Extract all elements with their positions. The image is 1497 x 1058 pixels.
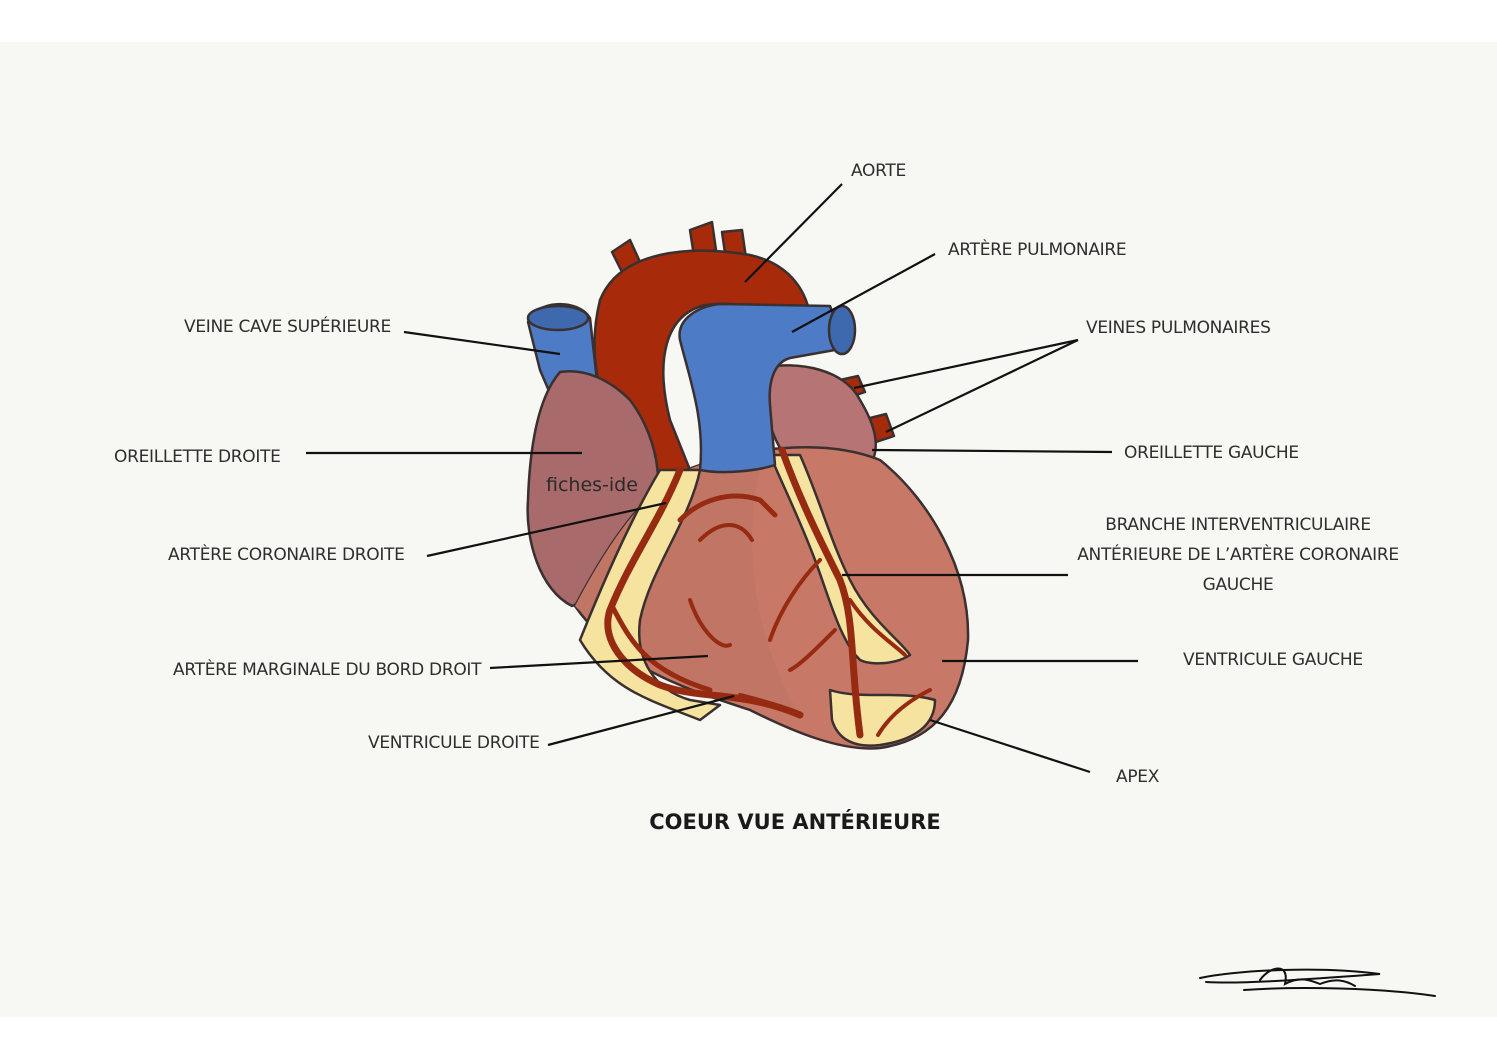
iva-branch-2: [848, 598, 907, 657]
label-apex: APEX: [1116, 767, 1160, 787]
interventricular-artery: [778, 446, 864, 739]
label-artere-marginale: ARTÈRE MARGINALE DU BORD DROIT: [173, 660, 482, 680]
coronary-fat-apex: [828, 688, 937, 747]
label-branche-iva-line2: ANTÉRIEURE DE L’ARTÈRE CORONAIRE: [1077, 545, 1399, 565]
coronary-fat-right: [578, 468, 722, 722]
pulmonary-artery-opening: [827, 304, 857, 356]
rca-branch: [677, 493, 778, 523]
apex-branch: [876, 688, 932, 737]
right-coronary-artery: [604, 466, 804, 719]
right-marginal-artery: [609, 603, 713, 693]
signature: [1199, 967, 1436, 997]
diagram-title: COEUR VUE ANTÉRIEURE: [649, 810, 941, 834]
label-ventricule-droite: VENTRICULE DROITE: [368, 733, 540, 753]
iva-branch-3: [788, 628, 837, 672]
rv-branch-2: [738, 693, 802, 717]
label-artere-pulmonaire: ARTÈRE PULMONAIRE: [948, 240, 1127, 260]
leader-ventricule-droite: [547, 694, 735, 747]
label-oreillette-gauche: OREILLETTE GAUCHE: [1124, 443, 1299, 463]
leader-coronaire-droite: [426, 501, 667, 558]
label-veine-cave-superieure: VEINE CAVE SUPÉRIEURE: [184, 317, 391, 337]
label-aorte: AORTE: [851, 161, 906, 181]
rca-branch-2: [698, 523, 754, 542]
pulmonary-artery: [678, 302, 848, 474]
leader-veine-cave: [403, 330, 561, 356]
iva-branch-1: [768, 558, 822, 642]
vena-cava-opening: [526, 304, 590, 332]
leader-apex: [929, 718, 1091, 774]
leader-aorte: [744, 183, 843, 283]
leader-oreillette-gauche: [871, 448, 1113, 454]
rv-branch: [688, 598, 732, 648]
label-ventricule-gauche: VENTRICULE GAUCHE: [1183, 650, 1363, 670]
leader-veines-pulm-1: [853, 338, 1079, 390]
leader-marginale: [489, 654, 709, 670]
label-veines-pulmonaires: VEINES PULMONAIRES: [1086, 318, 1271, 338]
leader-artere-pulmonaire: [791, 253, 936, 333]
label-branche-iva-line1: BRANCHE INTERVENTRICULAIRE: [1105, 515, 1371, 535]
watermark-text: fiches-ide: [546, 474, 638, 496]
leader-veines-pulm-2: [885, 339, 1079, 433]
label-oreillette-droite: OREILLETTE DROITE: [114, 447, 281, 467]
label-artere-coronaire-droite: ARTÈRE CORONAIRE DROITE: [168, 545, 405, 565]
label-branche-iva-line3: GAUCHE: [1202, 575, 1274, 595]
